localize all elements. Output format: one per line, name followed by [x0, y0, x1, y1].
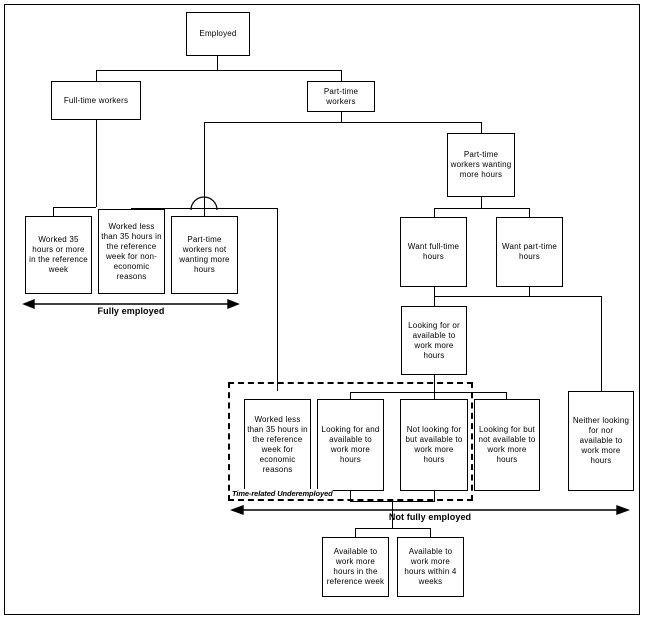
- node-worked-less-noneconomic[interactable]: Worked less than 35 hours in the referen…: [98, 209, 165, 294]
- connector-to-worked35: [53, 207, 54, 216]
- node-want-part-time[interactable]: Want part-time hours: [496, 217, 563, 287]
- connector-wantpart-down: [529, 287, 530, 296]
- node-full-time-workers-label: Full-time workers: [63, 95, 129, 105]
- connector-fulltime-bus: [53, 207, 96, 208]
- node-available-reference-week-label: Available to work more hours in the refe…: [326, 547, 385, 586]
- time-related-underemployed-label: Time-related Underemployed: [232, 489, 333, 498]
- node-looking-not-available-label: Looking for but not available to work mo…: [478, 425, 536, 464]
- connector-top-bus: [96, 70, 342, 71]
- connector-to-fulltime: [96, 70, 97, 81]
- connector-avail-stem: [392, 501, 393, 528]
- node-full-time-workers[interactable]: Full-time workers: [51, 81, 141, 120]
- connector-parttime-bus: [204, 122, 481, 123]
- connector-to-looking-and-available: [350, 392, 351, 399]
- node-part-time-not-wanting-label: Part-time workers not wanting more hours: [179, 235, 230, 274]
- node-part-time-wanting-more[interactable]: Part-time workers wanting more hours: [447, 133, 515, 197]
- connector-to-pt-not-wanting: [204, 208, 205, 216]
- node-want-full-time[interactable]: Want full-time hours: [400, 217, 467, 287]
- node-looking-not-available[interactable]: Looking for but not available to work mo…: [474, 399, 540, 491]
- not-fully-employed-label: Not fully employed: [388, 512, 472, 522]
- node-want-part-time-label: Want part-time hours: [502, 242, 557, 261]
- node-part-time-workers-label: Part-time workers: [323, 86, 359, 106]
- connector-to-want-parttime: [529, 208, 530, 217]
- node-worked-35-or-more[interactable]: Worked 35 hours or more in the reference…: [25, 216, 92, 294]
- connector-lookavail-down2: [350, 491, 351, 501]
- node-looking-and-available-label: Looking for and available to work more h…: [321, 425, 380, 464]
- connector-pt-left-down: [204, 122, 205, 208]
- connector-notlook-down2: [434, 491, 435, 501]
- node-worked-35-or-more-label: Worked 35 hours or more in the reference…: [29, 235, 88, 274]
- node-available-within-4-weeks-label: Available to work more hours within 4 we…: [404, 547, 457, 586]
- connector-to-looking-not-available: [506, 392, 507, 399]
- connector-to-not-looking-but-available: [434, 392, 435, 399]
- node-employed[interactable]: Employed: [186, 12, 250, 56]
- connector-to-worked-less-eco: [277, 390, 278, 391]
- time-related-underemployed-group: [228, 382, 473, 501]
- node-worked-less-economic-label: Worked less than 35 hours in the referen…: [247, 415, 308, 474]
- node-part-time-wanting-more-label: Part-time workers wanting more hours: [450, 150, 512, 179]
- node-not-looking-but-available-label: Not looking for but available to work mo…: [405, 425, 463, 464]
- connector-pt-right-down: [277, 208, 278, 390]
- connector-to-pt-wanting: [481, 122, 482, 133]
- node-neither-looking-nor-available-label: Neither looking for nor available to wor…: [572, 416, 630, 465]
- connector-to-neither: [601, 296, 602, 391]
- connector-looking-bus: [434, 296, 530, 297]
- connector-employed-down: [217, 56, 218, 70]
- node-worked-less-noneconomic-label: Worked less than 35 hours in the referen…: [101, 221, 162, 281]
- connector-to-looking-available: [434, 296, 435, 306]
- fully-employed-label: Fully employed: [97, 306, 165, 316]
- connector-parttime-down: [341, 112, 342, 122]
- node-looking-or-available-label: Looking for or available to work more ho…: [408, 320, 460, 360]
- node-want-full-time-label: Want full-time hours: [407, 242, 460, 261]
- connector-wantfull-down: [434, 287, 435, 296]
- connector-want-bus: [434, 208, 529, 209]
- node-looking-and-available[interactable]: Looking for and available to work more h…: [317, 399, 384, 491]
- node-available-within-4-weeks[interactable]: Available to work more hours within 4 we…: [397, 537, 464, 597]
- connector-fulltime-down: [96, 120, 97, 207]
- connector-to-avail-4weeks: [430, 528, 431, 537]
- node-worked-less-economic[interactable]: Worked less than 35 hours in the referen…: [244, 399, 311, 491]
- connector-neither-bus: [529, 296, 601, 297]
- node-looking-or-available[interactable]: Looking for or available to work more ho…: [401, 306, 467, 375]
- node-available-reference-week[interactable]: Available to work more hours in the refe…: [322, 537, 389, 597]
- connector-to-want-fulltime: [434, 208, 435, 217]
- node-part-time-workers[interactable]: Part-time workers: [307, 81, 375, 112]
- connector-bottom-bus: [350, 392, 506, 393]
- node-neither-looking-nor-available[interactable]: Neither looking for nor available to wor…: [568, 391, 634, 491]
- node-employed-label: Employed: [199, 29, 237, 38]
- node-part-time-not-wanting[interactable]: Part-time workers not wanting more hours: [171, 216, 238, 294]
- connector-ptwanting-down: [481, 197, 482, 208]
- node-not-looking-but-available[interactable]: Not looking for but available to work mo…: [400, 399, 468, 491]
- connector-avail-bus-lower: [355, 528, 430, 529]
- connector-to-avail-refweek: [355, 528, 356, 537]
- connector-to-parttime: [341, 70, 342, 81]
- diagram-outer-frame: [4, 4, 640, 615]
